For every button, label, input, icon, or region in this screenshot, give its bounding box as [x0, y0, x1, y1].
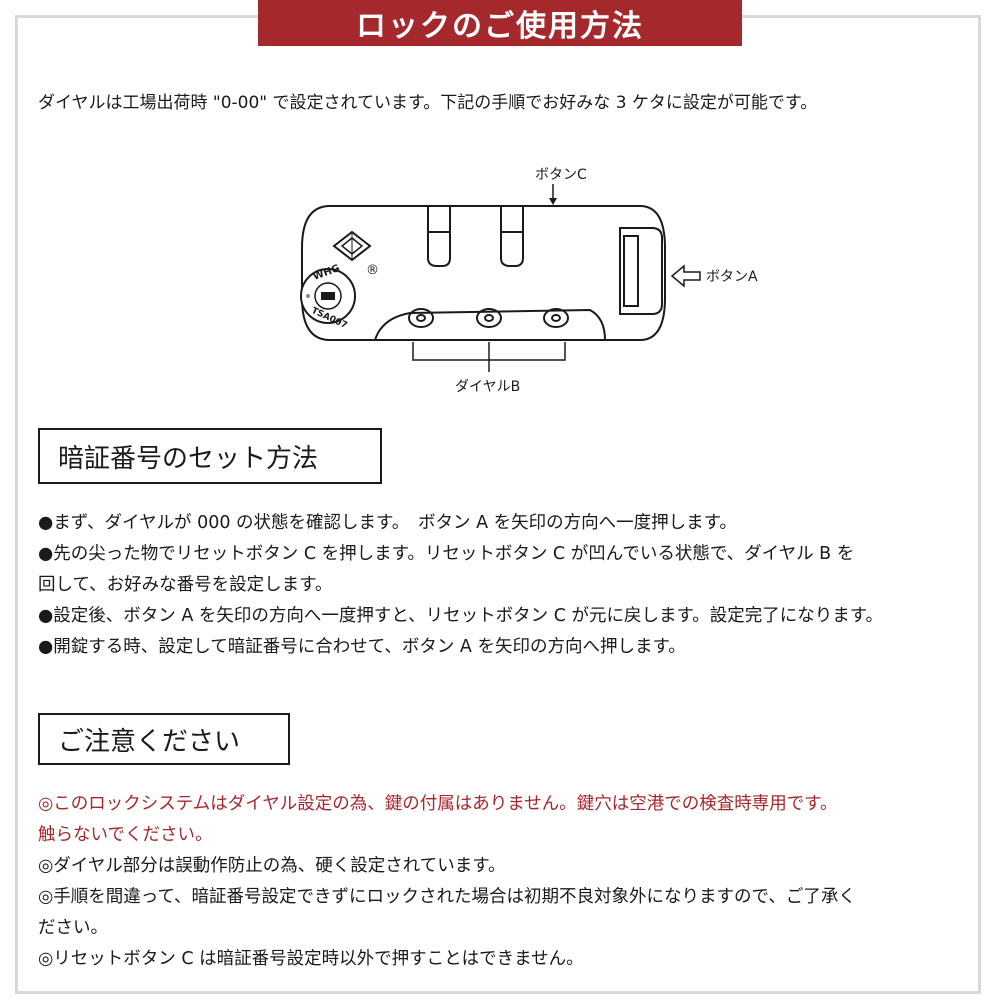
tsa-logo-icon: [332, 230, 372, 262]
intro-text: ダイヤルは工場出荷時 "0-00" で設定されています。下記の手順でお好みな 3…: [38, 93, 818, 113]
pin-setup-steps: ●まず、ダイヤルが 000 の状態を確認します。 ボタン A を矢印の方向へ一度…: [38, 508, 978, 663]
button-a-label: ボタンA: [706, 269, 758, 285]
list-item: ◎手順を間違って、暗証番号設定できずにロックされた場合は初期不良対象外になります…: [38, 887, 856, 938]
registered-mark: ®: [366, 263, 379, 278]
list-item: ●まず、ダイヤルが 000 の状態を確認します。 ボタン A を矢印の方向へ一度…: [38, 513, 737, 533]
caution-notes: ◎このロックシステムはダイヤル設定の為、鍵の付属はありません。鍵穴は空港での検査…: [38, 789, 968, 975]
section-heading-pin-setup: 暗証番号のセット方法: [38, 428, 382, 484]
keyhole-badge-icon: WHG TSA007: [300, 263, 356, 331]
list-item: ●先の尖った物でリセットボタン C を押します。リセットボタン C が凹んでいる…: [38, 544, 855, 595]
list-item: ●設定後、ボタン A を矢印の方向へ一度押すと、リセットボタン C が元に戻しま…: [38, 606, 884, 626]
list-item: ◎ダイヤル部分は誤動作防止の為、硬く設定されています。: [38, 856, 506, 876]
button-a-arrow-icon: [670, 264, 701, 288]
button-c-arrow-icon: [549, 184, 557, 205]
list-item: ◎このロックシステムはダイヤル設定の為、鍵の付属はありません。鍵穴は空港での検査…: [38, 794, 838, 845]
list-item: ◎リセットボタン C は暗証番号設定時以外で押すことはできません。: [38, 949, 584, 969]
dial-b-bracket-icon: [412, 342, 566, 372]
lock-illustration: ® WHG TSA007: [300, 184, 701, 372]
button-c-label: ボタンC: [535, 167, 587, 183]
lock-body-icon: [301, 205, 666, 341]
section-heading-caution: ご注意ください: [38, 713, 290, 765]
lock-diagram: ボタンC ボタンA ダイヤルB: [290, 158, 770, 398]
page-title: ロックのご使用方法: [258, 0, 742, 46]
dial-b-label: ダイヤルB: [455, 379, 521, 395]
list-item: ●開錠する時、設定して暗証番号に合わせて、ボタン A を矢印の方向へ押します。: [38, 637, 686, 657]
